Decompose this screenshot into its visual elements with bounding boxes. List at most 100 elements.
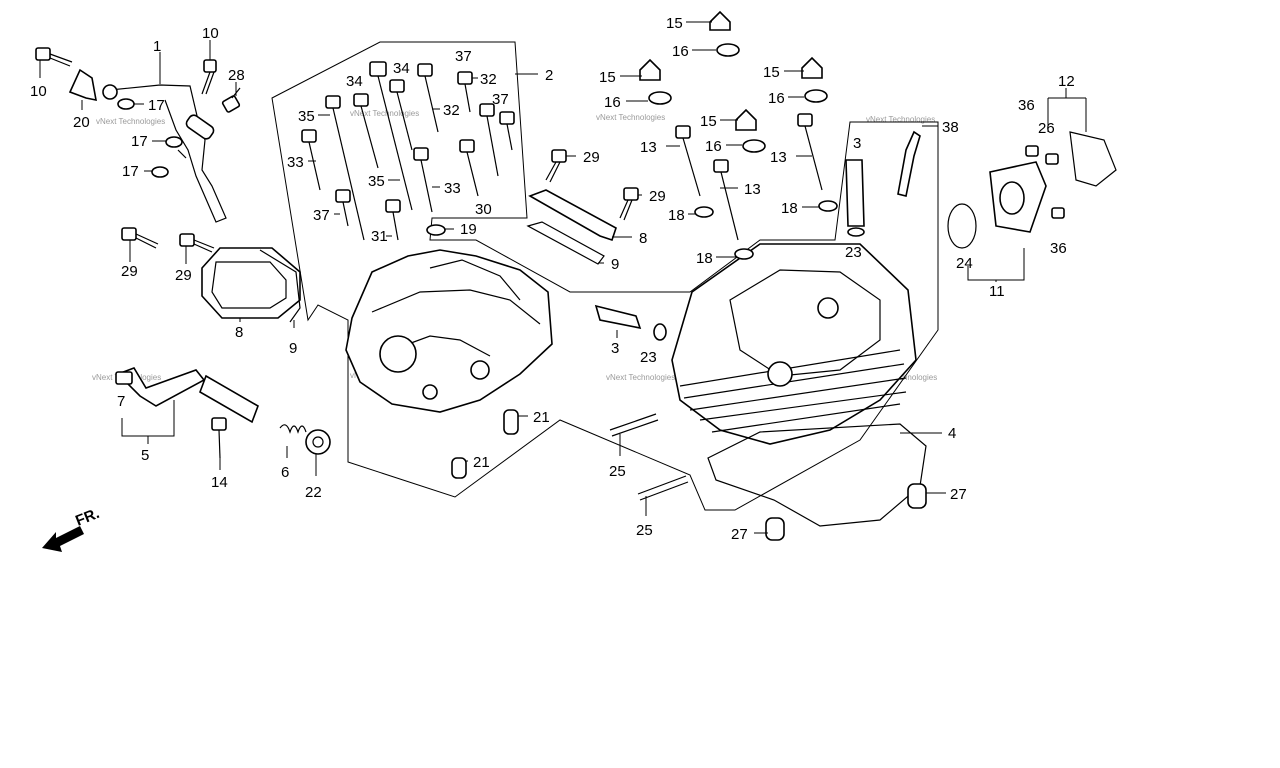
callout-13: 13 (744, 181, 761, 198)
intake-joint (947, 131, 1117, 249)
watermark: vNext Technologies (350, 109, 419, 118)
callout-21: 21 (533, 409, 550, 426)
callout-15: 15 (599, 69, 616, 86)
callouts: 1 2 3 3 4 5 6 7 8 8 9 9 10 10 11 (30, 15, 1087, 543)
callout-32: 32 (480, 71, 497, 88)
callout-28: 28 (228, 67, 245, 84)
callout-10: 10 (30, 83, 47, 100)
callout-9: 9 (611, 256, 619, 273)
callout-33: 33 (287, 154, 304, 171)
callout-10: 10 (202, 25, 219, 42)
callout-36: 36 (1050, 240, 1067, 257)
callout-25: 25 (609, 463, 626, 480)
callout-38: 38 (942, 119, 959, 136)
callout-27: 27 (950, 486, 967, 503)
callout-23: 23 (640, 349, 657, 366)
spring-bearing (211, 417, 331, 459)
watermark: vNext Technologies (596, 113, 665, 122)
callout-35: 35 (298, 108, 315, 125)
front-direction-arrow: FR. (42, 505, 102, 552)
callout-34: 34 (346, 73, 363, 90)
group-outlines (271, 41, 939, 511)
head-bolts-front (675, 113, 838, 260)
callout-17: 17 (131, 133, 148, 150)
callout-33: 33 (444, 180, 461, 197)
callout-3: 3 (611, 340, 619, 357)
callout-27: 27 (731, 526, 748, 543)
rear-cylinder-head (345, 249, 553, 413)
callout-18: 18 (781, 200, 798, 217)
callout-17: 17 (148, 97, 165, 114)
acorn-nuts (639, 10, 828, 153)
bolt-29 (121, 149, 639, 253)
head-gasket (707, 423, 927, 527)
callout-19: 19 (460, 221, 477, 238)
dowel-pins (451, 409, 927, 541)
callout-37: 37 (313, 207, 330, 224)
callout-8: 8 (639, 230, 647, 247)
callout-2: 2 (545, 67, 553, 84)
watermark: vNext Technologies (868, 373, 937, 382)
callout-12: 12 (1058, 73, 1075, 90)
callout-32: 32 (443, 102, 460, 119)
callout-37: 37 (455, 48, 472, 65)
callout-16: 16 (768, 90, 785, 107)
bracket-20 (68, 68, 97, 102)
callout-13: 13 (640, 139, 657, 156)
callout-16: 16 (604, 94, 621, 111)
front-cylinder-head (671, 243, 917, 445)
callout-23: 23 (845, 244, 862, 261)
bolt-28 (221, 87, 241, 113)
callout-15: 15 (763, 64, 780, 81)
callout-9: 9 (289, 340, 297, 357)
watermark: vNext Technologies (606, 373, 675, 382)
side-cover (201, 247, 301, 323)
front-label: FR. (73, 505, 102, 530)
callout-26: 26 (1038, 120, 1055, 137)
callout-21: 21 (473, 454, 490, 471)
callout-22: 22 (305, 484, 322, 501)
callout-13: 13 (770, 149, 787, 166)
studs (609, 413, 689, 501)
callout-8: 8 (235, 324, 243, 341)
bolt-10 (35, 47, 217, 95)
rocker-cover (526, 189, 617, 265)
callout-15: 15 (700, 113, 717, 130)
callout-7: 7 (117, 393, 125, 410)
callout-29: 29 (649, 188, 666, 205)
callout-18: 18 (668, 207, 685, 224)
callout-30: 30 (475, 201, 492, 218)
callout-18: 18 (696, 250, 713, 267)
callout-36: 36 (1018, 97, 1035, 114)
callout-20: 20 (73, 114, 90, 131)
callout-5: 5 (141, 447, 149, 464)
decomp-lever (115, 367, 259, 424)
callout-1: 1 (153, 38, 161, 55)
callout-29: 29 (175, 267, 192, 284)
callout-29: 29 (121, 263, 138, 280)
callout-14: 14 (211, 474, 228, 491)
spark-plug (897, 130, 921, 197)
callout-3: 3 (853, 135, 861, 152)
callout-16: 16 (705, 138, 722, 155)
callout-16: 16 (672, 43, 689, 60)
callout-29: 29 (583, 149, 600, 166)
watermark: vNext Technologies (96, 117, 165, 126)
callout-11: 11 (989, 283, 1005, 300)
callout-24: 24 (956, 255, 973, 272)
callout-4: 4 (948, 425, 956, 442)
callout-25: 25 (636, 522, 653, 539)
callout-31: 31 (371, 228, 388, 245)
callout-37: 37 (492, 91, 509, 108)
watermark: vNext Technologies (866, 115, 935, 124)
oil-jets (594, 159, 865, 341)
oil-pipe (102, 84, 227, 223)
callout-6: 6 (281, 464, 289, 481)
callout-34: 34 (393, 60, 410, 77)
head-bolts-rear (301, 61, 515, 241)
callout-35: 35 (368, 173, 385, 190)
washer-17 (117, 98, 183, 178)
callout-15: 15 (666, 15, 683, 32)
callout-17: 17 (122, 163, 139, 180)
